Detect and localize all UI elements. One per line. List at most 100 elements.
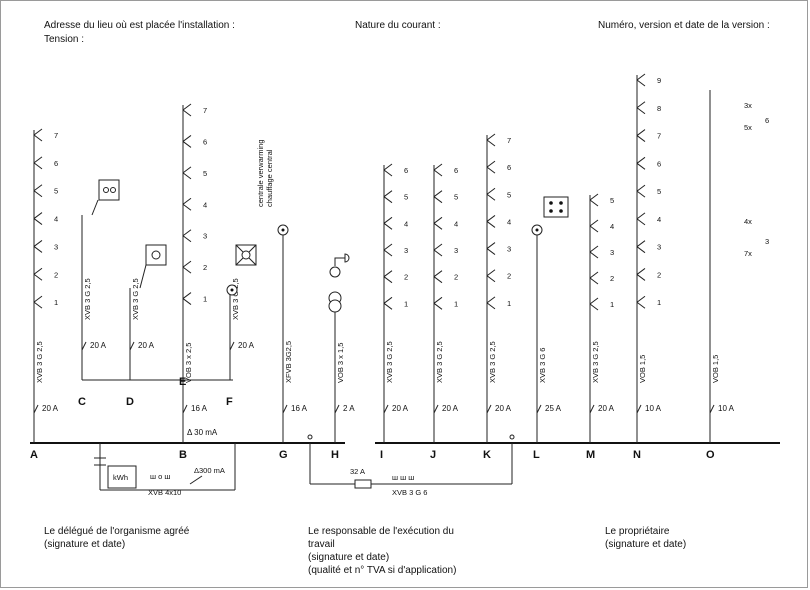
circuit-d-rating: 20 A <box>138 341 155 350</box>
outlet-k-5-label: 5 <box>507 190 511 199</box>
outlet-i-5-label: 5 <box>404 193 408 202</box>
outlet-b-7-icon <box>182 103 192 117</box>
circuit-k-breaker-icon <box>486 404 492 414</box>
circuit-j-breaker-icon <box>433 404 439 414</box>
outlet-b-1-icon <box>182 292 192 305</box>
outlet-n-6-label: 6 <box>657 159 661 168</box>
outlet-k-1-icon <box>486 296 496 310</box>
outlet-j-1-label: 1 <box>454 299 458 308</box>
outlet-a-7-label: 7 <box>54 131 58 140</box>
circuit-b-rating: 16 A <box>191 404 208 413</box>
outlet-b-5-icon <box>182 166 192 180</box>
outlet-n-9-icon <box>636 73 646 87</box>
outlet-m-3-icon <box>589 245 599 259</box>
g-note-1: centrale verwarming <box>256 139 265 207</box>
outlet-a-3-icon <box>33 240 43 253</box>
main-diff-switch <box>189 475 203 485</box>
header-tension: Tension : <box>44 34 84 45</box>
outlet-k-7-label: 7 <box>507 136 511 145</box>
outlet-i-2-label: 2 <box>404 273 408 282</box>
outlet-a-1-icon <box>33 295 43 309</box>
circuit-m-breaker-icon <box>589 404 595 414</box>
outlet-a-5-icon <box>33 184 43 198</box>
outlet-a-5-label: 5 <box>54 187 58 196</box>
outlet-k-6-icon <box>486 160 496 174</box>
equipment-symbols: centrale verwarming chauffage central <box>91 139 569 313</box>
circuit-branches <box>33 73 715 443</box>
outlet-a-7-icon <box>33 128 43 142</box>
circuit-i-letter: I <box>380 449 383 461</box>
outlet-a-4-icon <box>33 212 43 225</box>
outlet-n-7-icon <box>636 129 646 142</box>
outlet-n-8-icon <box>636 101 646 115</box>
outlet-j-1-icon <box>433 296 443 310</box>
bell-icon <box>344 253 350 263</box>
circuit-l-cable: XVB 3 G 6 <box>538 348 547 383</box>
outlet-b-3-icon <box>182 229 192 243</box>
outlet-k-5-icon <box>486 187 496 201</box>
circuit-n-cable: VOB 1,5 <box>638 355 647 383</box>
circuit-n-breaker-icon <box>636 404 642 414</box>
hob-l-icon <box>543 196 569 218</box>
outlet-j-5-icon <box>433 190 443 204</box>
outlet-m-1-icon <box>589 297 599 311</box>
outlet-k-2-label: 2 <box>507 272 511 281</box>
outlet-i-1-icon <box>383 296 393 310</box>
outlet-i-3-label: 3 <box>404 246 408 255</box>
outlet-a-3-label: 3 <box>54 242 58 251</box>
o-num-6: 6 <box>765 116 769 125</box>
outlet-n-9-label: 9 <box>657 76 661 85</box>
outlet-i-6-icon <box>383 163 393 177</box>
circuit-n-letter: N <box>633 449 641 461</box>
circuit-n-rating: 10 A <box>645 404 662 413</box>
o-note-7x: 7x <box>744 249 752 258</box>
outlet-j-4-label: 4 <box>454 219 458 228</box>
outlet-n-3-icon <box>636 240 646 254</box>
outlet-b-7-label: 7 <box>203 106 207 115</box>
circuit-g-cable: XFVB 3G2,5 <box>284 341 293 383</box>
circuit-i-rating: 20 A <box>392 404 409 413</box>
circuit-o-cable: VOB 1,5 <box>711 355 720 383</box>
circuit-f-breaker-icon <box>229 341 235 351</box>
circuit-g-rating: 16 A <box>291 404 308 413</box>
o-note-5x: 5x <box>744 123 752 132</box>
header-address: Adresse du lieu où est placée l'installa… <box>44 20 235 31</box>
circuit-m-letter: M <box>586 449 595 461</box>
outlet-a-2-icon <box>33 267 43 281</box>
outlet-m-4-label: 4 <box>610 222 614 231</box>
circuit-i-cable: XVB 3 G 2,5 <box>385 341 394 383</box>
circuit-h-letter: H <box>331 449 339 461</box>
outlet-i-3-icon <box>383 243 393 257</box>
circuit-l-rating: 25 A <box>545 404 562 413</box>
circuit-i-breaker-icon <box>383 404 389 414</box>
footer-responsible-1: Le responsable de l'exécution du <box>308 526 454 537</box>
outlet-a-6-label: 6 <box>54 159 58 168</box>
outlet-j-4-icon <box>433 216 443 230</box>
outlet-n-4-label: 4 <box>657 215 661 224</box>
footer-owner-1: Le propriétaire <box>605 526 670 537</box>
bell-h-icon <box>329 266 341 278</box>
outlet-n-3-label: 3 <box>657 243 661 252</box>
o-note-3x: 3x <box>744 101 752 110</box>
outlet-j-2-label: 2 <box>454 273 458 282</box>
circuit-h-breaker-icon <box>334 404 340 414</box>
feed-cable-label: XVB 3 G 6 <box>392 488 427 497</box>
outlet-b-6-icon <box>182 135 192 148</box>
feed-cable-symbols: ш ш ш <box>392 473 414 482</box>
outlet-j-5-label: 5 <box>454 193 458 202</box>
circuit-o-rating: 10 A <box>718 404 735 413</box>
outlet-i-1-label: 1 <box>404 299 408 308</box>
outlet-b-5-label: 5 <box>203 169 207 178</box>
outlet-n-1-label: 1 <box>657 298 661 307</box>
outlet-a-6-icon <box>33 156 43 170</box>
circuit-c-letter: C <box>78 396 86 408</box>
circuit-o-breaker-icon <box>709 404 715 414</box>
outlet-n-2-icon <box>636 268 646 281</box>
outlet-k-3-label: 3 <box>507 245 511 254</box>
outlet-n-5-icon <box>636 184 646 198</box>
circuit-f-cable: XVB 3 G 2,5 <box>231 278 240 320</box>
circuit-j-rating: 20 A <box>442 404 459 413</box>
outlet-b-4-icon <box>182 197 192 211</box>
